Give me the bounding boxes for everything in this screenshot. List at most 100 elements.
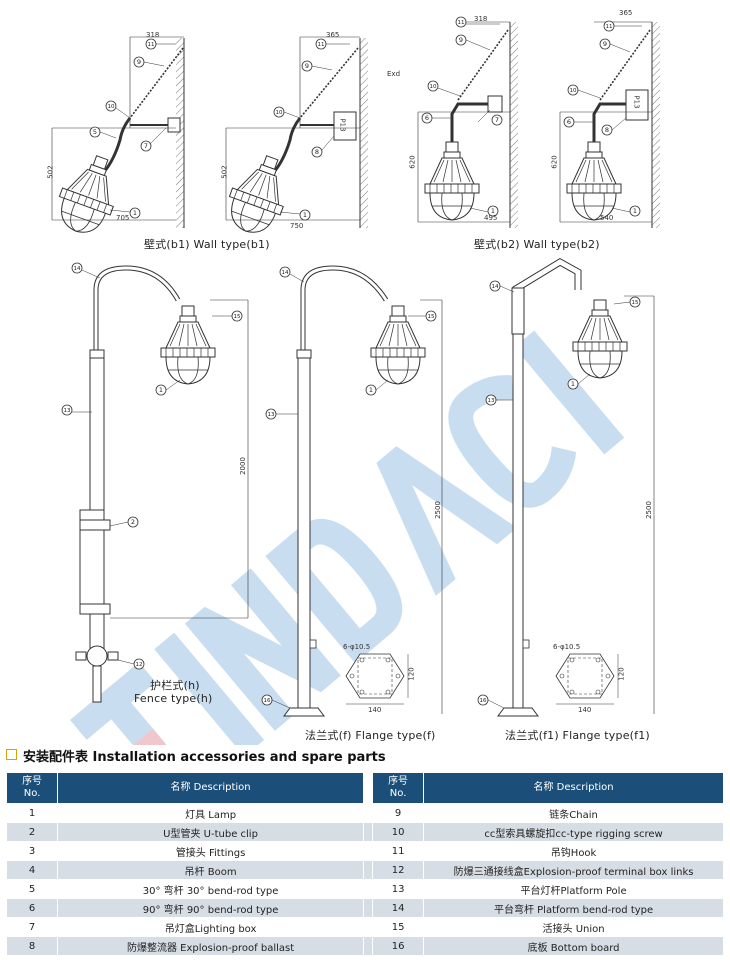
- caption-wall-b2: 壁式(b2) Wall type(b2): [474, 238, 600, 251]
- figure-flange-f1: [497, 257, 655, 717]
- cell-no-left: 1: [5, 803, 59, 823]
- dim-b2-620-left: 620: [408, 155, 417, 169]
- title-square-icon: [6, 749, 17, 760]
- callout-circle: [485, 394, 497, 406]
- cell-no-left: 3: [5, 841, 59, 861]
- dim-b2-620-right: 620: [550, 155, 559, 169]
- cell-no-left: 2: [5, 822, 59, 842]
- callout-circle: [603, 20, 615, 32]
- callout-circle: [491, 114, 503, 126]
- box-label-b2: P13: [632, 95, 641, 109]
- cell-desc-left: 吊杆 Boom: [57, 860, 364, 880]
- section-title: 安装配件表 Installation accessories and spare…: [6, 746, 386, 765]
- callout-circle: [71, 262, 83, 274]
- cell-desc-right: 吊钩Hook: [423, 841, 724, 861]
- callout-circle: [455, 34, 467, 46]
- callout-circle: [489, 280, 501, 292]
- callout-number: 10: [276, 110, 283, 116]
- table-gutter: [362, 898, 374, 918]
- cell-no-right: 11: [371, 841, 425, 861]
- callout-circle: [133, 56, 145, 68]
- callout-circle: [567, 378, 579, 390]
- callout-number: 9: [137, 58, 141, 66]
- callout-number: 10: [570, 88, 577, 94]
- callout-number: 1: [633, 207, 637, 215]
- callout-number: 6: [567, 118, 571, 126]
- callout-circle: [301, 60, 313, 72]
- callout-number: 14: [74, 266, 81, 272]
- dim-b2-540: 540: [600, 214, 614, 222]
- callout-number: 7: [144, 142, 148, 150]
- callout-circle: [601, 124, 613, 136]
- header-no-en: No.: [389, 788, 407, 799]
- callout-number: 2: [131, 518, 135, 526]
- callout-number: 16: [480, 698, 487, 704]
- callout-circle: [273, 106, 285, 118]
- callout-number: 14: [492, 284, 499, 290]
- cell-no-right: 16: [371, 936, 425, 956]
- dim-flange-f-height: 2500: [433, 501, 442, 519]
- dim-b1-318: 318: [146, 31, 160, 39]
- cell-desc-left: 灯具 Lamp: [57, 803, 364, 823]
- cell-desc-left: 90° 弯杆 90° bend-rod type: [57, 898, 364, 918]
- dim-b2-318: 318: [474, 15, 488, 23]
- callout-number: 13: [268, 412, 275, 418]
- cell-no-right: 13: [371, 879, 425, 899]
- callout-circle: [127, 516, 139, 528]
- installation-drawings: 1191057111910811191067111910681141511321…: [49, 16, 660, 745]
- callout-number: 1: [303, 211, 307, 219]
- callout-number: 1: [571, 380, 575, 388]
- callout-circle: [105, 100, 117, 112]
- callout-number: 10: [108, 104, 115, 110]
- cell-no-left: 4: [5, 860, 59, 880]
- callout-circle: [567, 84, 579, 96]
- figure-wall-b1: [49, 36, 368, 241]
- callout-circle: [155, 384, 167, 396]
- callout-circle: [599, 38, 611, 50]
- callout-circle: [279, 266, 291, 278]
- callout-number: 13: [64, 408, 71, 414]
- cell-no-left: 8: [5, 936, 59, 956]
- dim-flange-f1-h: 120: [617, 667, 626, 681]
- callout-number: 11: [458, 20, 465, 26]
- callout-number: 1: [159, 386, 163, 394]
- dim-b2-365: 365: [619, 9, 633, 17]
- dim-b2-495: 495: [484, 214, 498, 222]
- callout-circle: [145, 38, 157, 50]
- cell-no-left: 7: [5, 917, 59, 937]
- dim-flange-f1-w: 140: [578, 706, 592, 714]
- callout-circle: [629, 205, 641, 217]
- cell-desc-right: 平台弯杆 Platform bend-rod type: [423, 898, 724, 918]
- dim-flange-f-w: 140: [368, 706, 382, 714]
- callout-number: 12: [136, 662, 143, 668]
- table-gutter: [362, 841, 374, 861]
- dim-fence-height: 2000: [238, 457, 247, 475]
- part-callouts: [72, 23, 642, 709]
- callout-number: 15: [234, 314, 241, 320]
- callout-circle: [61, 404, 73, 416]
- callout-circle: [427, 80, 439, 92]
- table-gutter: [362, 803, 374, 823]
- callout-number: 1: [133, 209, 137, 217]
- figure-fence-h: [75, 265, 249, 703]
- callout-circle: [133, 658, 145, 670]
- cell-desc-left: 吊灯盒Lighting box: [57, 917, 364, 937]
- caption-fence-line1: 护栏式(h): [150, 679, 200, 692]
- callout-circle: [311, 146, 323, 158]
- callout-number: 9: [459, 36, 463, 44]
- cell-no-right: 9: [371, 803, 425, 823]
- cell-no-right: 12: [371, 860, 425, 880]
- caption-flange-f1: 法兰式(f1) Flange type(f1): [505, 729, 650, 742]
- callout-number: 1: [369, 386, 373, 394]
- callout-number: 15: [428, 314, 435, 320]
- cell-no-left: 6: [5, 898, 59, 918]
- callout-circle: [425, 310, 437, 322]
- callout-circle: [629, 296, 641, 308]
- dim-b1-365: 365: [326, 31, 340, 39]
- cell-desc-right: 平台灯杆Platform Pole: [423, 879, 724, 899]
